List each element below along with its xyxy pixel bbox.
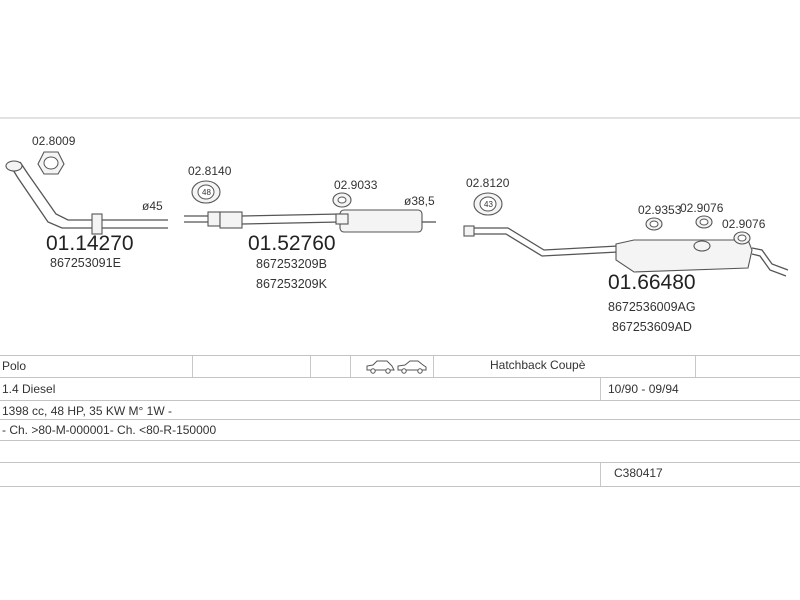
rubber-mount-9076-icon [695, 215, 713, 229]
exhaust-system-diagram: 02.8009 ø45 01.14270 867253091E 48 02.81… [0, 117, 800, 334]
table-line [0, 440, 800, 441]
clamp-8009-icon [37, 151, 65, 175]
silencer-body [339, 209, 423, 233]
table-divider [310, 356, 311, 377]
front-pipe-flange [5, 160, 23, 172]
diameter-45-label: ø45 [142, 199, 163, 213]
oe-number-867253609AD: 867253609AD [612, 320, 692, 334]
rear-pipe-connector [463, 225, 475, 237]
pipe-connector [207, 211, 221, 227]
table-line [0, 400, 800, 401]
clamp-8120-icon: 43 [473, 192, 503, 216]
clamp-code-8009: 02.8009 [32, 134, 76, 148]
rubber-mount-9076-icon [733, 231, 751, 245]
clamp-code-8140: 02.8140 [188, 164, 232, 178]
table-divider [695, 356, 696, 377]
flex-section [219, 211, 243, 229]
oe-number-8672536009AG: 8672536009AG [608, 300, 696, 314]
rubber-code-9076-a: 02.9076 [680, 201, 724, 215]
front-pipe-bracket [91, 213, 103, 235]
rear-silencer-body [615, 239, 753, 273]
table-line [0, 419, 800, 420]
rear-silencer-part [463, 225, 789, 277]
table-line [0, 462, 800, 463]
part-number-01-14270: 01.14270 [46, 232, 134, 255]
table-divider [600, 378, 601, 400]
coupe-car-icon [397, 360, 427, 374]
table-line [0, 355, 800, 356]
clamp-size-48: 48 [202, 188, 211, 197]
diameter-38-5-label: ø38,5 [404, 194, 435, 208]
clamp-8140-icon: 48 [191, 180, 221, 204]
chassis-range: - Ch. >80-M-000001- Ch. <80-R-150000 [2, 423, 217, 437]
silencer-hanger [335, 213, 349, 225]
hatchback-car-icon [366, 360, 395, 374]
body-type: Hatchback Coupè [490, 358, 586, 372]
oe-number-867253209K: 867253209K [256, 277, 328, 291]
car-type-icons [365, 357, 427, 378]
gasket-code-9033: 02.9033 [334, 178, 378, 192]
part-number-01-52760: 01.52760 [248, 232, 336, 255]
oe-number-867253091E: 867253091E [50, 256, 121, 270]
table-divider [433, 356, 434, 377]
catalog-code: C380417 [614, 466, 663, 480]
front-pipe-part [5, 160, 168, 235]
vehicle-model: Polo [2, 359, 27, 373]
table-line [0, 486, 800, 487]
rubber-mount-9353-icon [645, 217, 663, 231]
rubber-code-9353: 02.9353 [638, 203, 682, 217]
table-divider [192, 356, 193, 377]
gasket-9033-icon [332, 192, 352, 208]
oe-number-867253209B: 867253209B [256, 257, 327, 271]
middle-silencer-part [184, 209, 436, 233]
table-divider [600, 463, 601, 486]
engine: 1.4 Diesel [2, 382, 56, 396]
production-period: 10/90 - 09/94 [608, 382, 679, 396]
part-number-01-66480: 01.66480 [608, 271, 696, 294]
rear-silencer-hanger [693, 240, 711, 252]
table-divider [350, 356, 351, 377]
table-line [0, 377, 800, 378]
engine-specs: 1398 cc, 48 HP, 35 KW M° 1W - [2, 404, 172, 418]
rubber-code-9076-b: 02.9076 [722, 217, 766, 231]
clamp-size-43: 43 [484, 200, 493, 209]
clamp-code-8120: 02.8120 [466, 176, 510, 190]
